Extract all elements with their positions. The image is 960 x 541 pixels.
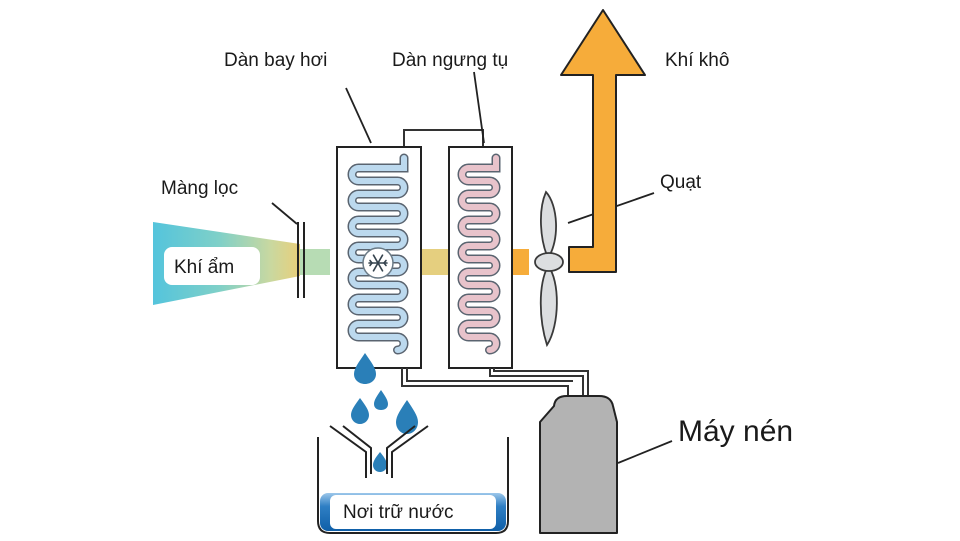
water-tank (317, 437, 509, 534)
evaporator-coil (349, 155, 407, 353)
filter-label: Màng lọc (161, 178, 238, 199)
filter-membrane (297, 222, 305, 298)
fan-icon (534, 190, 564, 348)
drip-funnel (329, 425, 429, 478)
water-tank-label-box (330, 495, 496, 529)
condenser-pointer (473, 71, 485, 144)
filter-pointer (271, 202, 298, 225)
airflow-band-out (512, 249, 529, 275)
humid-air-label: Khí ẩm (174, 257, 234, 278)
up-arrow-icon (560, 9, 646, 273)
airflow-band-mid (420, 249, 450, 275)
evaporator-label: Dàn bay hơi (224, 50, 327, 71)
dry-air-label: Khí khô (665, 50, 729, 71)
water-drop-icon (351, 353, 418, 472)
fan-label: Quạt (660, 172, 702, 193)
water-tank-label: Nơi trữ nước (343, 502, 454, 523)
refrigerant-pipes (401, 368, 589, 398)
condenser-label: Dàn ngưng tụ (392, 50, 508, 71)
humid-air-label-box (164, 247, 260, 285)
condenser-coil (459, 155, 499, 353)
compressor-pointer (617, 440, 673, 464)
compressor-unit (539, 395, 618, 534)
evaporator-pointer (345, 87, 372, 144)
snowflake-icon (362, 247, 394, 279)
compressor-label: Máy nén (678, 415, 793, 448)
